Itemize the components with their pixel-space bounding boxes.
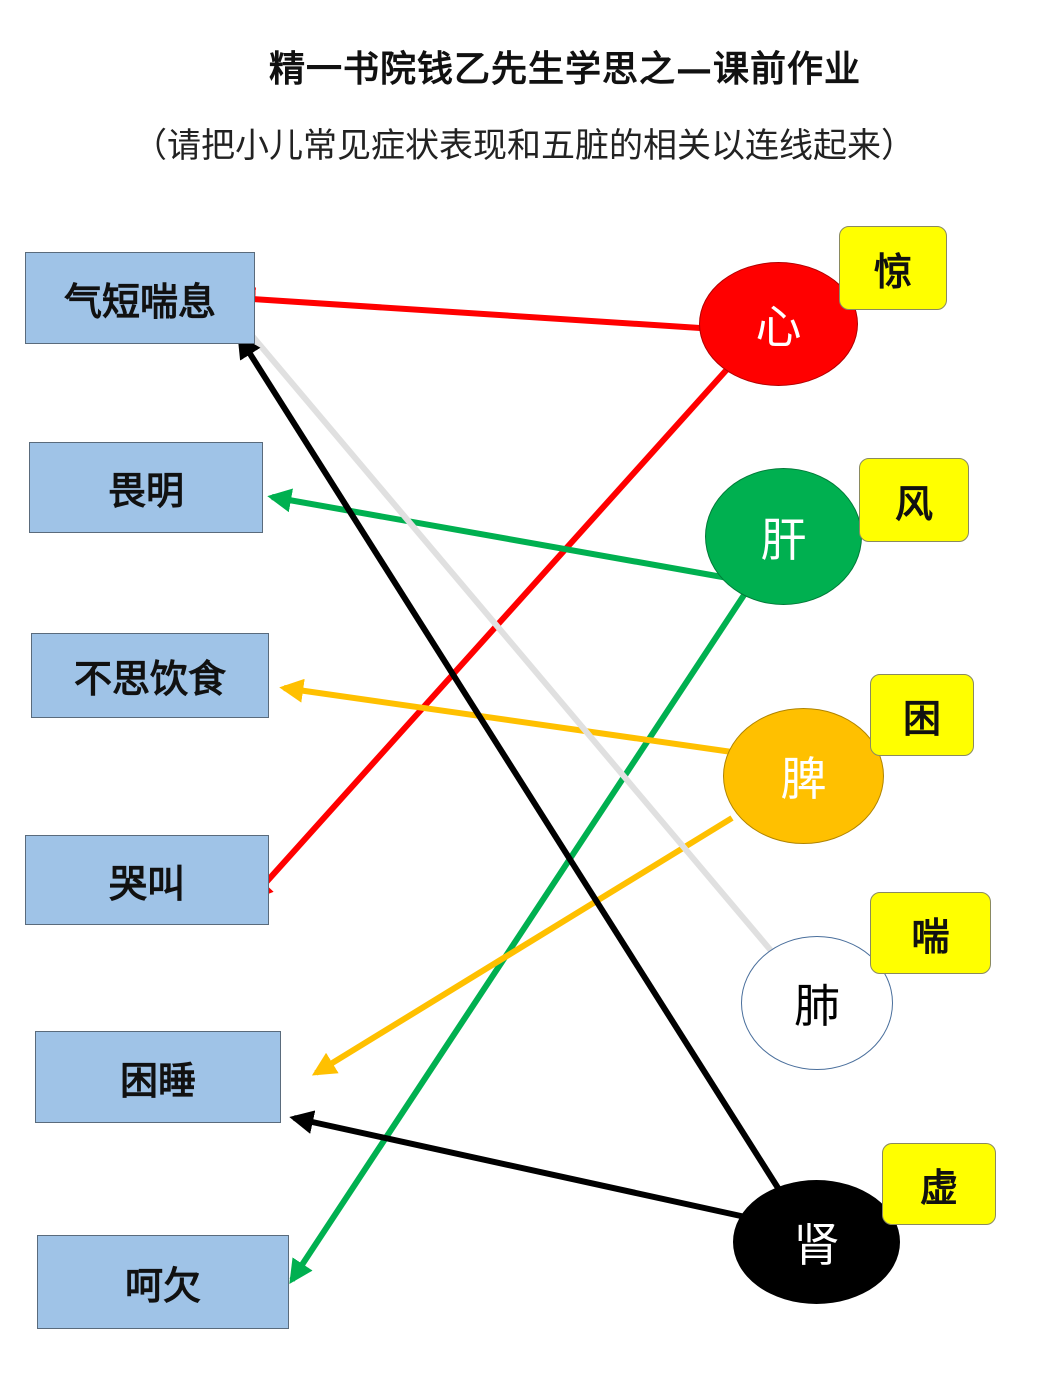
organ-kidney-circle: 肾 (733, 1180, 900, 1304)
organ-tag-liver: 风 (859, 458, 969, 542)
symptom-box-1: 气短喘息 (25, 252, 255, 344)
organ-tag-spleen: 困 (870, 674, 974, 756)
connector-arrow-3 (267, 488, 729, 581)
connector-arrow-4 (289, 590, 749, 1285)
organ-tag-heart: 惊 (839, 226, 947, 310)
connector-arrow-2 (248, 363, 733, 902)
symptom-box-2: 畏明 (29, 442, 263, 533)
page-subtitle: （请把小儿常见症状表现和五脏的相关以连线起来） (133, 126, 915, 166)
connector-arrow-1 (231, 287, 701, 331)
symptom-box-3: 不思饮食 (31, 633, 269, 718)
symptom-box-6: 呵欠 (37, 1235, 289, 1329)
organ-tag-lung: 喘 (870, 892, 991, 974)
connector-arrow-9 (289, 1110, 751, 1221)
symptom-box-4: 哭叫 (25, 835, 269, 925)
organ-heart-circle: 心 (699, 262, 858, 386)
organ-lung-circle: 肺 (741, 936, 893, 1070)
symptom-box-5: 困睡 (35, 1031, 281, 1123)
organ-tag-kidney: 虚 (882, 1143, 996, 1225)
connector-arrow-5 (279, 678, 733, 755)
connector-arrow-6 (311, 815, 734, 1076)
connector-arrow-7 (228, 308, 803, 987)
organ-spleen-circle: 脾 (723, 708, 884, 844)
connector-arrow-8 (237, 333, 781, 1190)
page-title: 精一书院钱乙先生学思之—课前作业 (268, 48, 861, 90)
organ-liver-circle: 肝 (705, 468, 862, 605)
